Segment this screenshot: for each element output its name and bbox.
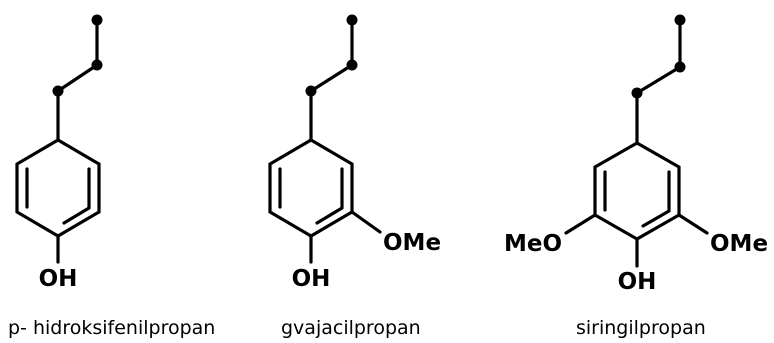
propyl-side-chain: [631, 14, 686, 145]
hydroxyl-label: OH: [39, 266, 78, 292]
side-chain-carbon: [52, 85, 64, 97]
side-chain-carbon: [91, 59, 103, 71]
side-chain-carbon: [305, 85, 317, 97]
guaiacyl-structure: OMe OH gvajacilpropan: [268, 14, 441, 339]
compound-name: gvajacilpropan: [281, 317, 421, 339]
hydroxyl-label: OH: [618, 269, 657, 295]
compound-name: p- hidroksifenilpropan: [8, 317, 215, 339]
side-chain-carbon: [674, 61, 686, 73]
side-chain-carbon: [674, 14, 686, 26]
side-chain-carbon: [346, 14, 358, 26]
propyl-side-chain: [52, 14, 103, 142]
side-chain-carbon: [346, 59, 358, 71]
benzene-ring: [268, 138, 354, 238]
methoxy-right-label: OMe: [710, 231, 768, 257]
benzene-ring: [593, 141, 681, 241]
methoxy-label: OMe: [383, 230, 441, 256]
propyl-side-chain: [305, 14, 358, 142]
methoxy-left-label: MeO: [504, 231, 562, 257]
syringyl-structure: MeO OMe OH siringilpropan: [504, 14, 768, 339]
side-chain-carbon: [91, 14, 103, 26]
p-hydroxyphenyl-structure: OH p- hidroksifenilpropan: [8, 14, 215, 339]
side-chain-carbon: [631, 87, 643, 99]
compound-name: siringilpropan: [576, 317, 706, 339]
hydroxyl-label: OH: [292, 266, 331, 292]
benzene-ring: [15, 138, 101, 238]
